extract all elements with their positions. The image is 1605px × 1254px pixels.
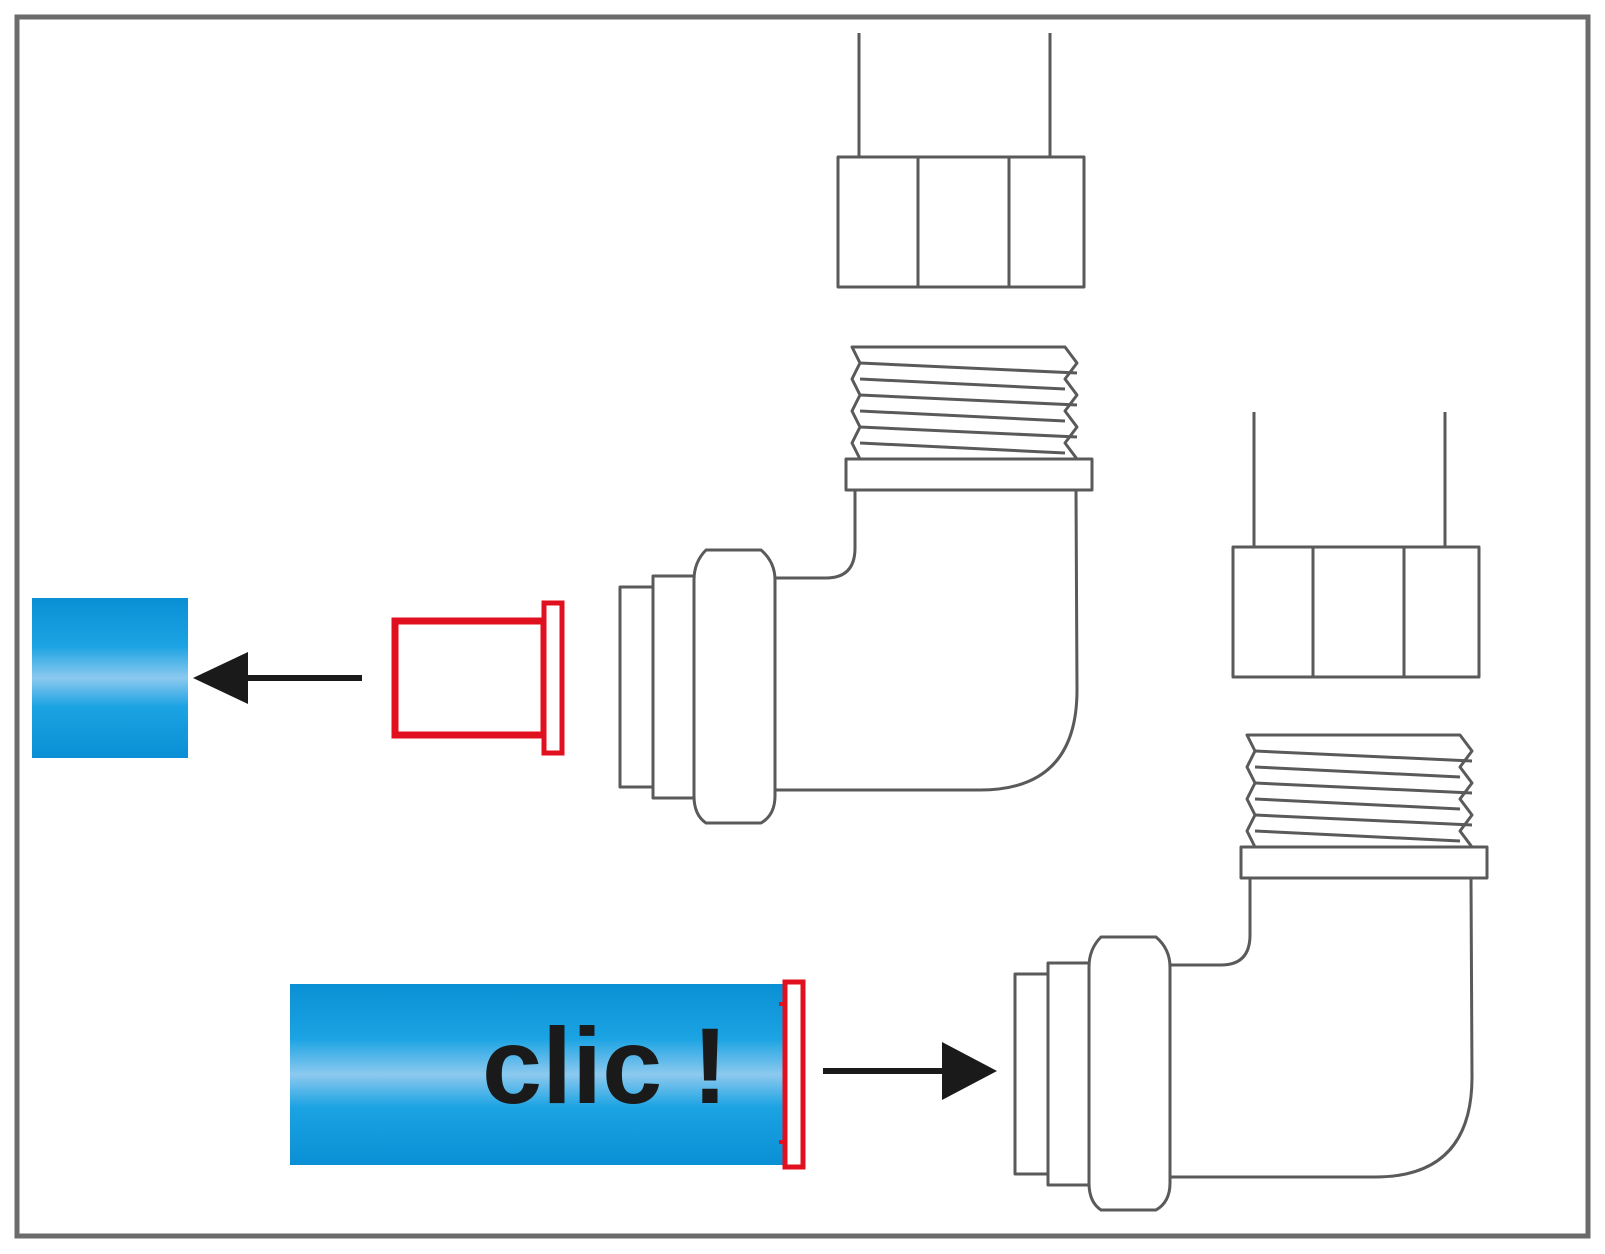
arrow-left xyxy=(193,652,362,704)
upper-collar xyxy=(844,457,1094,492)
upper-hex-nut xyxy=(836,155,1086,289)
upper-socket-body xyxy=(692,548,777,825)
clic-label: clic ! xyxy=(482,1005,728,1126)
insert-fitted xyxy=(779,979,806,1170)
lower-hex-nut xyxy=(1231,545,1481,679)
insert-fitted-flange xyxy=(782,979,806,1170)
arrow-right-head xyxy=(942,1042,997,1100)
lower-assembly xyxy=(1013,412,1489,1212)
lower-elbow-body xyxy=(1168,876,1474,1179)
arrow-left-head xyxy=(193,652,248,704)
upper-assembly xyxy=(618,33,1094,825)
lower-collar xyxy=(1239,845,1489,880)
lower-thread xyxy=(1245,733,1474,849)
lower-socket-outer-ring xyxy=(1013,972,1053,1176)
arrow-right xyxy=(823,1042,997,1100)
insert-flange xyxy=(541,600,565,756)
upper-socket-inner-ring xyxy=(651,574,697,800)
upper-thread xyxy=(850,345,1079,461)
pipe-short xyxy=(32,598,188,758)
upper-socket-outer-ring xyxy=(618,585,658,789)
lower-socket-inner-ring xyxy=(1046,961,1092,1187)
lower-socket-body xyxy=(1087,935,1172,1212)
pipe-long xyxy=(290,984,783,1165)
insert-removed xyxy=(391,600,565,756)
upper-elbow-body xyxy=(773,488,1079,792)
